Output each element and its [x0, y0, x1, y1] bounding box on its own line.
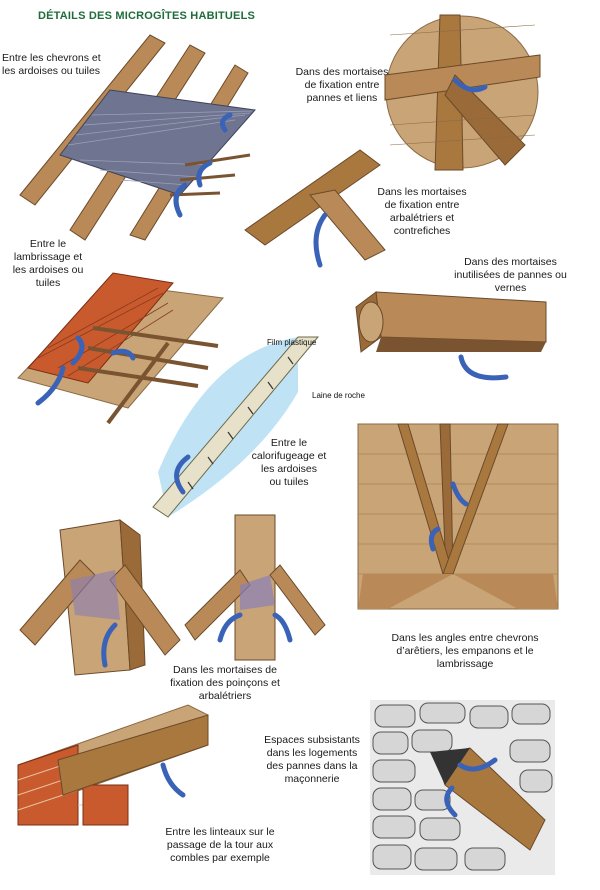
brick-lintel-illustration	[17, 704, 209, 826]
strut-joint-illustration	[244, 149, 386, 268]
arrow-icon	[160, 762, 186, 798]
caption-calorifugeage: Entre le calorifugeage et les ardoises o…	[251, 437, 327, 488]
caption-poincons-arbaletriers: Dans les mortaises de fixation des poinç…	[170, 664, 280, 702]
insulation-illustration	[152, 336, 320, 518]
caption-espaces-maconnerie: Espaces subsistants dans les logements d…	[264, 734, 360, 785]
arrow-icon	[428, 481, 469, 552]
arrow-icon	[452, 77, 488, 93]
arrow-icon	[458, 354, 509, 381]
caption-linteaux: Entre les linteaux sur le passage de la …	[165, 826, 275, 864]
tile-roof-illustration	[17, 272, 224, 425]
arrow-icon	[313, 212, 328, 268]
page-title: DÉTAILS DES MICROGÎTES HABITUELS	[38, 10, 256, 22]
caption-angles-chevrons: Dans les angles entre chevrons d’arêtier…	[391, 632, 539, 670]
caption-lambrissage: Entre le lambrissage et les ardoises ou …	[12, 238, 84, 289]
king-post-illustration	[19, 518, 181, 676]
caption-pannes-liens: Dans des mortaises de fixation entre pan…	[295, 66, 389, 104]
arrow-icon	[217, 612, 293, 643]
arrow-icon	[101, 622, 118, 668]
caption-arbaletriers-contrefiches: Dans les mortaises de fixation entre arb…	[377, 186, 467, 237]
label-laine-de-roche: Laine de roche	[312, 391, 365, 400]
slate-roof-illustration	[19, 34, 256, 241]
masonry-beam-illustration	[370, 700, 555, 875]
caption-mortaises-inutilisees: Dans des mortaises inutilisées de pannes…	[454, 256, 567, 294]
purlin-brace-illustration	[384, 14, 541, 171]
arrow-icon	[35, 335, 136, 406]
caption-chevrons-ardoises: Entre les chevrons et les ardoises ou tu…	[2, 52, 101, 77]
beam-mortise-illustration	[355, 291, 547, 381]
arrow-icon	[173, 112, 233, 218]
arrow-icon	[444, 757, 498, 818]
label-film-plastique: Film plastique	[267, 338, 317, 347]
hip-rafter-illustration	[357, 423, 559, 610]
post-braces-illustration	[184, 514, 326, 661]
arrow-icon	[174, 454, 191, 495]
